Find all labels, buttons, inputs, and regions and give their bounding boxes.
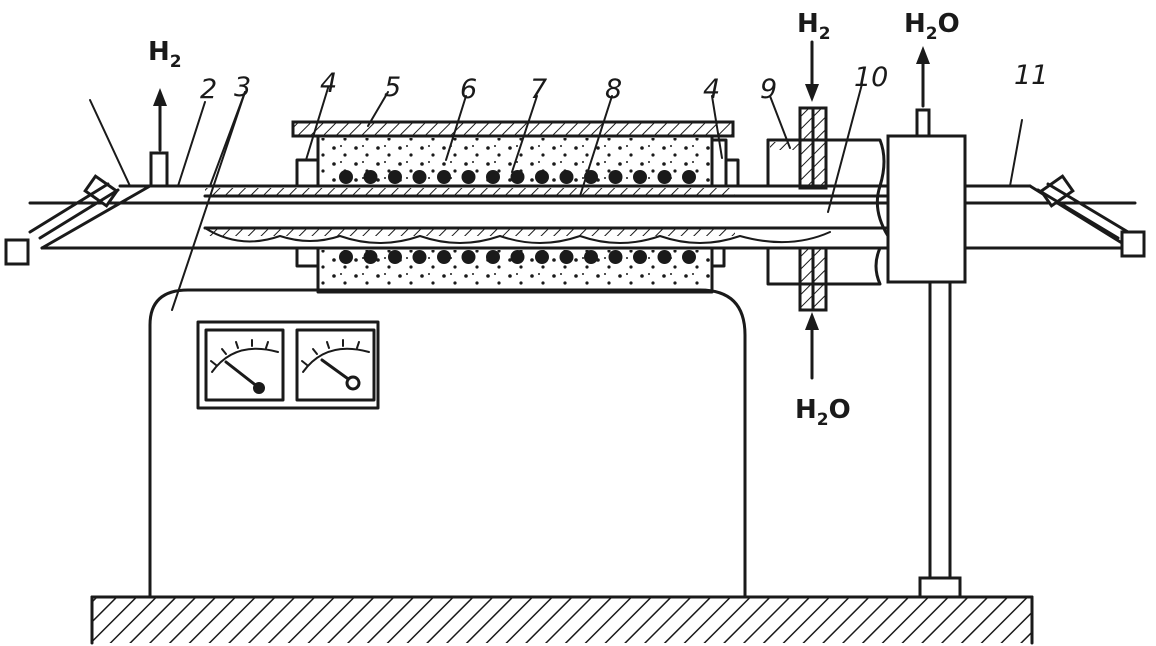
arrow-bottom-water-in	[805, 312, 819, 380]
heater-coil-bead	[461, 250, 476, 264]
heater-coil-bead	[363, 170, 378, 184]
heater-coil-bottom	[339, 250, 696, 264]
heater-coil-bead	[388, 250, 402, 264]
label-water-bottom: H2O	[795, 395, 851, 430]
heater-coil-bead	[437, 170, 451, 184]
inner-tube	[203, 188, 892, 244]
gauge-left	[196, 320, 380, 410]
arrow-left-h2-out	[153, 88, 167, 152]
label-4-left: 4	[320, 68, 337, 99]
label-3: 3	[234, 72, 251, 103]
heater-coil-bead	[486, 170, 500, 184]
heater-coil-bead	[657, 170, 672, 184]
heater-coil-bead	[608, 250, 623, 264]
heater-coil-bead	[608, 170, 623, 184]
heater-coil-bead	[535, 170, 549, 184]
label-2: 2	[200, 74, 217, 105]
heater-coil-bead	[388, 170, 402, 184]
label-h2-top: H2	[797, 9, 831, 44]
heater-coil-bead	[339, 250, 353, 264]
left-outlet-pipe	[149, 151, 169, 188]
floor	[90, 595, 1034, 645]
base-cabinet	[148, 288, 747, 599]
support-pillar	[918, 280, 962, 599]
water-jacket	[766, 106, 886, 312]
heater-coil-bead	[412, 250, 427, 264]
heater-coil-bead	[682, 170, 696, 184]
arrow-top-water-out	[916, 46, 930, 108]
left-valve	[4, 99, 131, 266]
heater-coil-bead	[633, 250, 647, 264]
heater-coil-top	[339, 170, 696, 184]
label-4-right: 4	[703, 74, 720, 105]
right-valve	[1009, 119, 1146, 258]
label-5: 5	[384, 72, 401, 103]
heater-coil-bead	[510, 170, 525, 184]
heater-coil-bead	[559, 170, 574, 184]
heater-coil-bead	[363, 250, 378, 264]
heater-coil-bead	[633, 170, 647, 184]
label-6: 6	[460, 74, 477, 105]
label-water-top: H2O	[904, 9, 960, 44]
label-11: 11	[1014, 60, 1048, 91]
heater-coil-bead	[461, 170, 476, 184]
heater-coil-bead	[486, 250, 500, 264]
label-10: 10	[854, 62, 888, 93]
heater-coil-bead	[510, 250, 525, 264]
label-h2-left: H2	[148, 37, 182, 72]
heater-coil-bead	[535, 250, 549, 264]
heater-coil-bead	[437, 250, 451, 264]
heater-coil-bead	[559, 250, 574, 264]
heater-coil-bead	[339, 170, 353, 184]
arrow-top-h2-in	[805, 40, 819, 102]
heater-coil-bead	[584, 250, 598, 264]
label-8: 8	[605, 74, 622, 105]
gauge-right	[295, 328, 376, 402]
cooling-box	[875, 108, 967, 284]
label-7: 7	[530, 74, 547, 105]
heater-coil-bead	[682, 250, 696, 264]
label-9: 9	[760, 74, 777, 105]
heater-coil-bead	[657, 250, 672, 264]
heater-coil-bead	[412, 170, 427, 184]
leader-lines	[171, 83, 863, 311]
